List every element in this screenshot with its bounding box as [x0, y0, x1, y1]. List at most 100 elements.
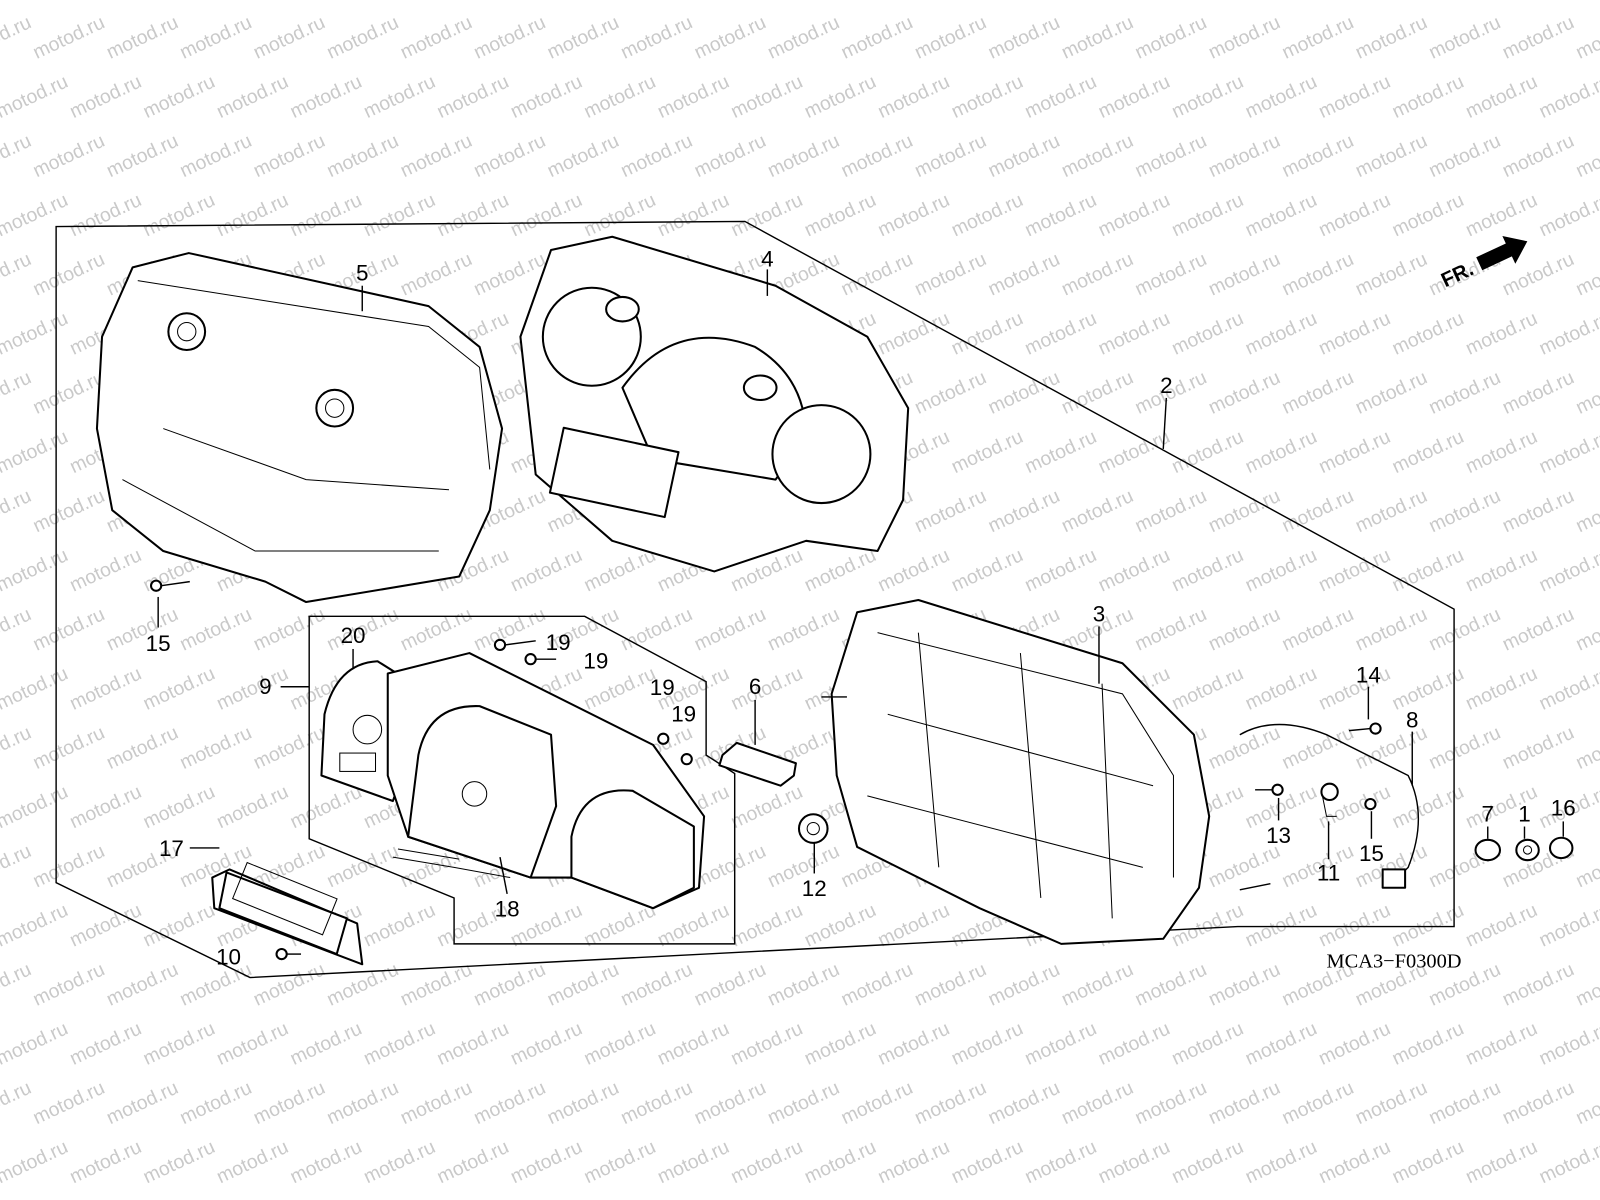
watermark-text: motod.ru	[874, 1018, 953, 1070]
watermark-text: motod.ru	[1132, 1195, 1211, 1200]
watermark-text: motod.ru	[176, 603, 255, 655]
watermark-text: motod.ru	[1021, 307, 1100, 359]
diagram-code: MCA3−F0300D	[1327, 950, 1462, 972]
callout-15: 15	[146, 631, 171, 656]
part-4-meter-panel[interactable]	[519, 235, 910, 573]
callout-19: 19	[583, 648, 608, 673]
callout-16: 16	[1551, 795, 1576, 820]
watermark-text: motod.ru	[287, 0, 366, 5]
watermark-text: motod.ru	[1058, 248, 1137, 300]
meter-subassembly-boundary	[308, 615, 736, 945]
watermark-text: motod.ru	[30, 958, 109, 1010]
watermark-text: motod.ru	[1462, 899, 1541, 951]
watermark-text: motod.ru	[213, 781, 292, 833]
watermark-text: motod.ru	[1425, 722, 1504, 774]
watermark-text: motod.ru	[30, 1195, 109, 1200]
watermark-text: motod.ru	[434, 0, 513, 5]
watermark-text: motod.ru	[1315, 1018, 1394, 1070]
watermark-text: motod.ru	[1536, 71, 1600, 123]
screws[interactable]	[150, 579, 1382, 961]
watermark-text: motod.ru	[176, 722, 255, 774]
watermark-text: motod.ru	[948, 544, 1027, 596]
part-16-nut[interactable]	[1548, 836, 1574, 860]
watermark-text: motod.ru	[1168, 1136, 1247, 1188]
watermark-text: motod.ru	[1168, 307, 1247, 359]
watermark-text: motod.ru	[30, 485, 109, 537]
watermark-text: motod.ru	[30, 367, 109, 419]
part-11-clamp[interactable]	[1320, 782, 1339, 817]
watermark-text: motod.ru	[0, 307, 71, 359]
watermark-text: motod.ru	[213, 1136, 292, 1188]
watermark-text: motod.ru	[323, 130, 402, 182]
watermark-text: motod.ru	[985, 1195, 1064, 1200]
watermark-text: motod.ru	[838, 1077, 917, 1129]
watermark-text: motod.ru	[1499, 367, 1578, 419]
callout-9: 9	[259, 674, 271, 699]
watermark-text: motod.ru	[1279, 722, 1358, 774]
watermark-text: motod.ru	[1389, 426, 1468, 478]
part-18-meter-unit[interactable]	[386, 652, 706, 910]
part-17-lcd-unit[interactable]	[211, 861, 364, 966]
callout-3: 3	[1093, 601, 1105, 626]
watermark-text: motod.ru	[176, 11, 255, 63]
watermark-text: motod.ru	[1499, 722, 1578, 774]
part-3-meter-case[interactable]	[821, 598, 1271, 945]
watermark-text: motod.ru	[360, 1018, 439, 1070]
watermark-text: motod.ru	[250, 130, 329, 182]
watermark-text: motod.ru	[287, 71, 366, 123]
watermark-text: motod.ru	[911, 367, 990, 419]
watermark-text: motod.ru	[801, 1136, 880, 1188]
watermark-text: motod.ru	[30, 603, 109, 655]
watermark-text: motod.ru	[250, 603, 329, 655]
watermark-text: motod.ru	[581, 1018, 660, 1070]
callout-15: 15	[1359, 841, 1384, 866]
leader-lines	[157, 269, 1564, 895]
watermark-text: motod.ru	[985, 958, 1064, 1010]
watermark-text: motod.ru	[1315, 189, 1394, 241]
watermark-text: motod.ru	[581, 1136, 660, 1188]
watermark-text: motod.ru	[874, 189, 953, 241]
watermark-text: motod.ru	[0, 840, 35, 892]
watermark-text: motod.ru	[1279, 603, 1358, 655]
part-6-connector-board[interactable]	[718, 741, 797, 787]
part-1-washer[interactable]	[1515, 838, 1540, 862]
watermark-text: motod.ru	[764, 1195, 843, 1200]
watermark-text: motod.ru	[1389, 71, 1468, 123]
watermark-text: motod.ru	[1389, 1018, 1468, 1070]
watermark-text: motod.ru	[30, 1077, 109, 1129]
watermark-text: motod.ru	[1315, 899, 1394, 951]
watermark-text: motod.ru	[764, 11, 843, 63]
watermark-text: motod.ru	[1058, 958, 1137, 1010]
watermark-text: motod.ru	[801, 0, 880, 5]
watermark-text: motod.ru	[360, 189, 439, 241]
watermark-text: motod.ru	[250, 1195, 329, 1200]
part-7-nut[interactable]	[1474, 838, 1502, 862]
watermark-text: motod.ru	[66, 1018, 145, 1070]
part-5-meter-case-cover[interactable]	[95, 252, 504, 604]
watermark-text: motod.ru	[1425, 1195, 1504, 1200]
watermark-text: motod.ru	[1205, 603, 1284, 655]
watermark-text: motod.ru	[1499, 485, 1578, 537]
watermark-text: motod.ru	[838, 11, 917, 63]
watermark-text: motod.ru	[1021, 1136, 1100, 1188]
watermark-text: motod.ru	[1095, 1136, 1174, 1188]
watermark-text: motod.ru	[1205, 485, 1284, 537]
watermark-text: motod.ru	[617, 1077, 696, 1129]
watermark-text: motod.ru	[0, 722, 35, 774]
part-8-wire-harness[interactable]	[1239, 723, 1420, 889]
watermark-text: motod.ru	[434, 1018, 513, 1070]
watermark-text: motod.ru	[1058, 485, 1137, 537]
watermark-text: motod.ru	[1462, 0, 1541, 5]
watermark-text: motod.ru	[1095, 71, 1174, 123]
watermark-text: motod.ru	[801, 189, 880, 241]
watermark-text: motod.ru	[1425, 11, 1504, 63]
watermark-text: motod.ru	[654, 1136, 733, 1188]
watermark-text: motod.ru	[1168, 189, 1247, 241]
watermark-text: motod.ru	[1168, 0, 1247, 5]
part-12-grommet[interactable]	[797, 813, 829, 844]
arrow-icon	[1476, 236, 1528, 271]
watermark-text: motod.ru	[874, 307, 953, 359]
watermark-text: motod.ru	[911, 11, 990, 63]
watermark-text: motod.ru	[1389, 307, 1468, 359]
callout-19: 19	[546, 630, 571, 655]
